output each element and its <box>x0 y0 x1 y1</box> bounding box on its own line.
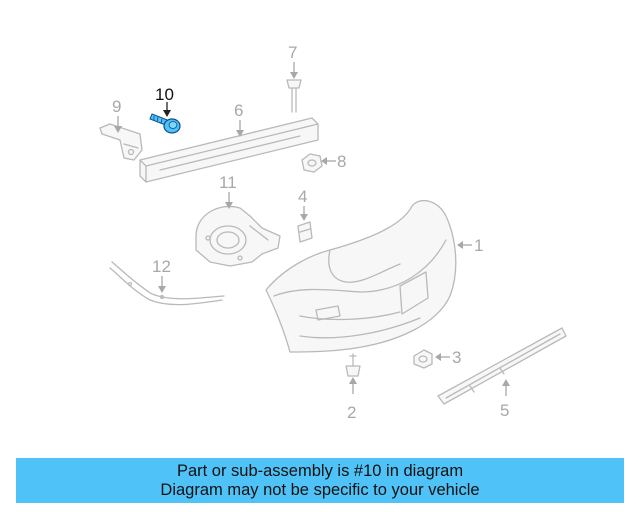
leader-9 <box>114 116 122 133</box>
leader-3 <box>435 353 450 361</box>
callout-11[interactable]: 11 <box>219 173 237 192</box>
leader-1 <box>457 241 472 249</box>
leader-12 <box>158 276 166 293</box>
part-6-reinforcement <box>139 117 319 183</box>
part-7-stud <box>286 79 302 113</box>
leader-10 <box>163 102 171 117</box>
leader-6 <box>236 120 244 137</box>
part-9-bracket <box>99 123 143 161</box>
leader-5 <box>502 379 510 396</box>
banner-line-2: Diagram may not be specific to your vehi… <box>160 480 480 499</box>
part-4-clip <box>297 221 313 243</box>
callout-1[interactable]: 1 <box>474 236 483 255</box>
leader-11 <box>225 192 233 209</box>
callout-8[interactable]: 8 <box>337 152 346 171</box>
part-12-trim <box>109 261 225 306</box>
leader-7 <box>290 62 298 79</box>
part-5-valance <box>437 327 567 405</box>
parts-diagram: 7 6 9 10 8 <box>99 43 567 422</box>
callout-6[interactable]: 6 <box>234 101 243 120</box>
callout-12[interactable]: 12 <box>152 257 171 276</box>
callout-7[interactable]: 7 <box>288 43 297 62</box>
callout-5[interactable]: 5 <box>500 401 509 420</box>
leader-2 <box>349 377 357 394</box>
part-10-bolt[interactable] <box>149 113 181 134</box>
part-3-nut <box>413 349 433 369</box>
callout-4[interactable]: 4 <box>298 187 307 206</box>
callout-10[interactable]: 10 <box>155 85 174 104</box>
callout-3[interactable]: 3 <box>452 348 461 367</box>
callout-2[interactable]: 2 <box>347 403 356 422</box>
info-banner: Part or sub-assembly is #10 in diagram D… <box>16 458 624 503</box>
banner-line-1: Part or sub-assembly is #10 in diagram <box>176 461 464 480</box>
part-2-bolt <box>345 353 361 377</box>
part-8-nut <box>301 153 323 173</box>
callout-9[interactable]: 9 <box>112 97 121 116</box>
part-1-bumper-cover <box>265 199 457 353</box>
leader-4 <box>300 206 308 221</box>
leader-8 <box>321 157 336 165</box>
part-11-shield <box>195 205 281 267</box>
